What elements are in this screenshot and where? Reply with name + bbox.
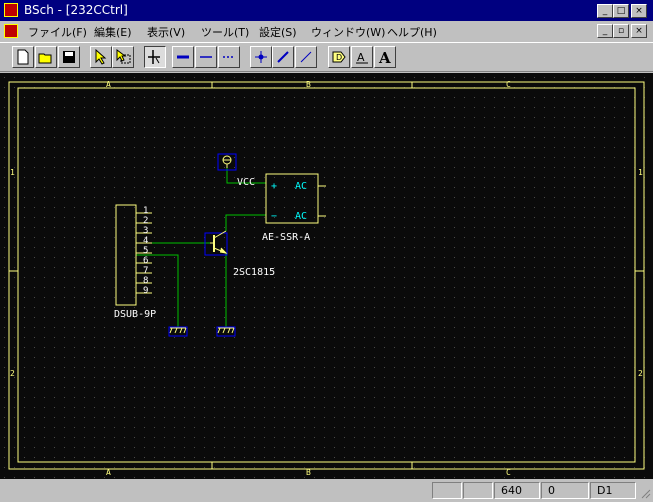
menu-file[interactable]: ファイル(F) [28, 26, 87, 39]
new-file-icon [17, 49, 29, 65]
menu-tool[interactable]: ツール(T) [201, 26, 250, 39]
row-label-1-left: 1 [10, 168, 15, 177]
ssr-component[interactable]: + − AC AC [265, 173, 326, 224]
tag-button[interactable]: D [328, 46, 350, 68]
ground-symbol-right[interactable] [216, 326, 236, 337]
wire-button[interactable] [172, 46, 194, 68]
transistor-symbol[interactable] [204, 230, 228, 256]
select-button[interactable] [90, 46, 112, 68]
label-a-icon: A [356, 51, 368, 64]
grid-dots [0, 73, 653, 479]
pin-2-label: 2 [143, 216, 148, 226]
pin-4-label: 4 [143, 236, 148, 246]
menu-window[interactable]: ウィンドウ(W) [311, 26, 386, 39]
text-a-icon: A [378, 49, 391, 65]
ssr-reference: AE-SSR-A [262, 232, 310, 243]
ssr-plus-label: + [271, 181, 277, 192]
app-icon[interactable] [4, 3, 18, 17]
line-button[interactable] [195, 46, 217, 68]
sheet-border-outer [8, 81, 645, 470]
pin-1-label: 1 [143, 206, 148, 216]
sheet-border-inner [17, 87, 636, 463]
menu-help[interactable]: ヘルプ(H) [387, 26, 437, 39]
zone-ticks [9, 82, 644, 469]
pin-9-label: 9 [143, 286, 148, 296]
ssr-ac-top-label: AC [295, 181, 307, 192]
mdi-close-button[interactable]: × [631, 24, 647, 38]
dashed-line-icon [223, 56, 235, 58]
col-label-a-bottom: A [106, 468, 111, 477]
transistor-reference: 2SC1815 [233, 267, 275, 278]
dsub-connector[interactable] [115, 204, 152, 306]
window-title: BSch - [232CCtrl] [24, 3, 128, 17]
status-cell-1 [432, 482, 462, 499]
status-x-coordinate: 640 [494, 482, 540, 499]
entry-button[interactable] [272, 46, 294, 68]
minimize-button[interactable]: _ [597, 4, 613, 18]
pin-7-label: 7 [143, 266, 148, 276]
save-button[interactable] [58, 46, 80, 68]
menu-bar: ファイル(F) 編集(E) 表示(V) ツール(T) 設定(S) ウィンドウ(W… [0, 21, 653, 41]
thick-line-icon [177, 55, 189, 59]
row-label-2-left: 2 [10, 369, 15, 378]
pin-8-label: 8 [143, 276, 148, 286]
vcc-power-symbol[interactable] [217, 153, 237, 171]
svg-text:A: A [357, 51, 365, 64]
pin-6-label: 6 [143, 256, 148, 266]
ground-symbol-left[interactable] [168, 326, 188, 337]
junction-icon [255, 51, 267, 63]
dashed-line-button[interactable] [218, 46, 240, 68]
arrow-cursor-icon [95, 49, 107, 65]
row-label-1-right: 1 [638, 168, 643, 177]
document-icon[interactable] [4, 24, 18, 38]
menu-settings[interactable]: 設定(S) [259, 26, 297, 39]
pin-3-label: 3 [143, 226, 148, 236]
thin-line-icon [200, 56, 212, 58]
toolbar: D A A [0, 42, 653, 72]
ssr-minus-label: − [271, 211, 277, 222]
text-button[interactable]: A [374, 46, 396, 68]
status-y-coordinate: 0 [541, 482, 589, 499]
mdi-minimize-button[interactable]: _ [597, 24, 613, 38]
menu-edit[interactable]: 編集(E) [94, 26, 132, 39]
ssr-ac-bottom-label: AC [295, 211, 307, 222]
close-button[interactable]: × [631, 4, 647, 18]
bus-entry-button[interactable] [295, 46, 317, 68]
cross-pointer-button[interactable] [144, 46, 166, 68]
new-file-button[interactable] [12, 46, 34, 68]
connector-reference: DSUB-9P [114, 309, 156, 320]
mdi-restore-button[interactable]: ▫ [613, 24, 629, 38]
label-button[interactable]: A [351, 46, 373, 68]
col-label-b-bottom: B [306, 468, 311, 477]
save-icon [63, 51, 75, 63]
resize-grip[interactable] [639, 487, 651, 499]
junction-button[interactable] [250, 46, 272, 68]
col-label-c-bottom: C [506, 468, 511, 477]
svg-text:A: A [378, 49, 391, 65]
select-move-button[interactable] [112, 46, 134, 68]
maximize-button[interactable]: □ [613, 4, 629, 18]
select-move-icon [116, 49, 131, 64]
svg-text:D: D [336, 53, 342, 62]
status-layer: D1 [590, 482, 636, 499]
diagonal-thin-icon [300, 51, 312, 63]
tag-icon: D [332, 51, 346, 63]
col-label-b-top: B [306, 80, 311, 89]
status-bar: 640 0 D1 [0, 480, 653, 501]
cross-pointer-icon [148, 50, 160, 64]
open-button[interactable] [35, 46, 57, 68]
open-folder-icon [38, 53, 52, 64]
title-bar: BSch - [232CCtrl] _ □ × [0, 0, 653, 21]
schematic-canvas[interactable]: A B C A B C 1 1 2 2 VCC + − AC AC AE-SSR… [0, 73, 653, 479]
menu-view[interactable]: 表示(V) [147, 26, 186, 39]
diagonal-thick-icon [277, 51, 289, 63]
row-label-2-right: 2 [638, 369, 643, 378]
col-label-a-top: A [106, 80, 111, 89]
status-cell-2 [463, 482, 493, 499]
pin-5-label: 5 [143, 246, 148, 256]
vcc-label: VCC [237, 177, 255, 188]
col-label-c-top: C [506, 80, 511, 89]
